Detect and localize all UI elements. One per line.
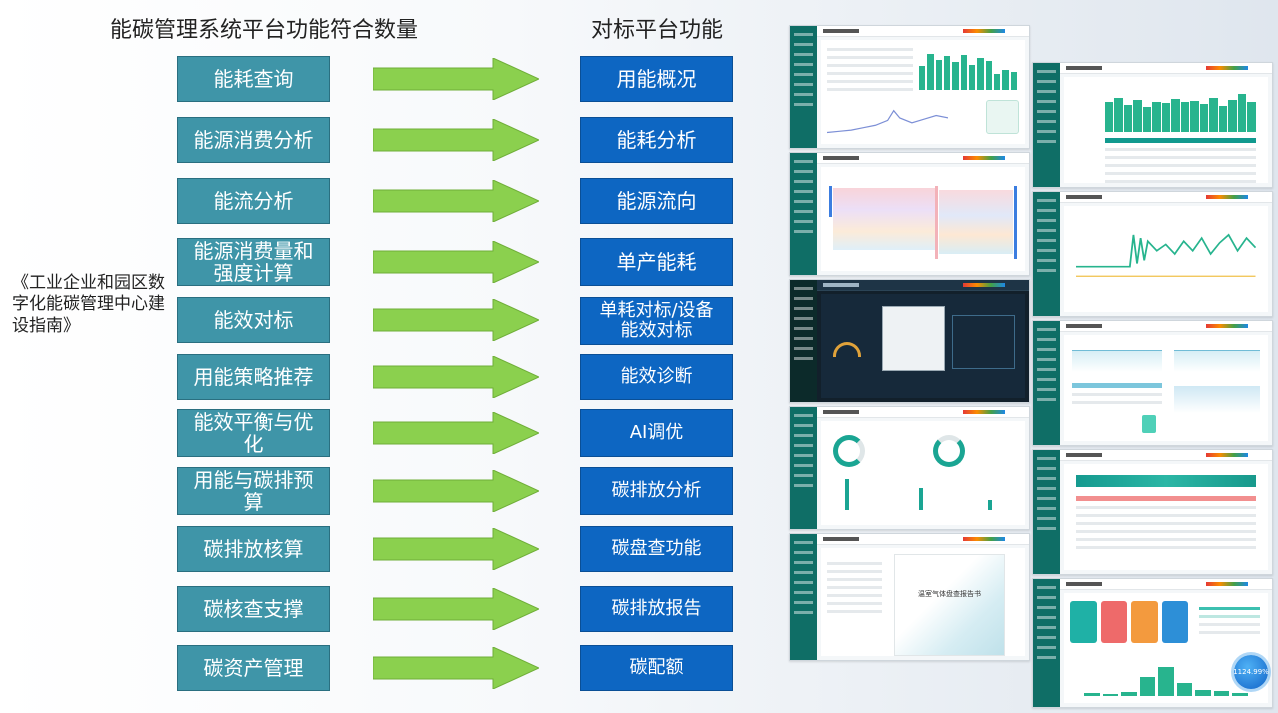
arrow-right-icon <box>373 241 539 283</box>
benchmark-function-label: 碳配额 <box>629 657 684 679</box>
arrow-right-icon <box>373 647 539 689</box>
platform-function-label: 用能策略推荐 <box>193 365 314 389</box>
arrow-right-icon <box>373 470 539 512</box>
arrow-right-icon <box>373 119 539 161</box>
benchmark-function-box: 碳排放分析 <box>580 467 733 515</box>
benchmark-function-label: 单耗对标/设备能效对标 <box>599 300 714 341</box>
screenshot-ai-tuning <box>789 406 1030 530</box>
platform-function-box: 能源消费量和强度计算 <box>177 238 330 286</box>
arrow-right-icon <box>373 412 539 454</box>
benchmark-function-box: AI调优 <box>580 409 733 457</box>
screenshot-carbon-analysis <box>1032 449 1273 575</box>
left-column-title: 能碳管理系统平台功能符合数量 <box>110 18 419 43</box>
platform-function-label: 能源消费量和强度计算 <box>193 239 314 285</box>
platform-function-box: 碳排放核算 <box>177 526 330 572</box>
screenshot-energy-diagnosis <box>789 279 1030 403</box>
benchmark-function-label: 碳盘查功能 <box>611 538 702 560</box>
platform-function-label: 能效对标 <box>213 308 294 332</box>
consumption-trend-graphic <box>1076 233 1256 277</box>
benchmark-function-box: 能耗分析 <box>580 117 733 163</box>
benchmark-function-label: 单产能耗 <box>616 250 697 274</box>
report-title: 温室气体盘查报告书 <box>918 590 982 598</box>
benchmark-function-label: 碳排放分析 <box>611 480 702 502</box>
benchmark-function-label: AI调优 <box>629 422 684 444</box>
platform-function-label: 能流分析 <box>213 189 294 213</box>
benchmark-function-box: 用能概况 <box>580 56 733 102</box>
platform-function-box: 能源消费分析 <box>177 117 330 163</box>
benchmark-function-label: 能效诊断 <box>620 366 693 388</box>
platform-function-box: 能流分析 <box>177 178 330 224</box>
platform-function-box: 能效平衡与优化 <box>177 409 330 457</box>
benchmark-function-box: 能效诊断 <box>580 354 733 400</box>
platform-function-box: 用能与碳排预算 <box>177 467 330 515</box>
benchmark-function-label: 碳排放报告 <box>611 598 702 620</box>
platform-function-box: 用能策略推荐 <box>177 354 330 400</box>
platform-function-label: 碳资产管理 <box>203 656 304 680</box>
benchmark-function-box: 碳排放报告 <box>580 586 733 632</box>
benchmark-function-box: 碳盘查功能 <box>580 526 733 572</box>
benchmark-function-label: 能耗分析 <box>616 128 697 152</box>
benchmark-function-label: 能源流向 <box>616 189 697 213</box>
arrow-right-icon <box>373 180 539 222</box>
platform-function-box: 能效对标 <box>177 297 330 343</box>
benchmark-function-box: 能源流向 <box>580 178 733 224</box>
platform-function-label: 碳排放核算 <box>203 537 304 561</box>
platform-function-box: 能耗查询 <box>177 56 330 102</box>
progress-badge: 1124.99% <box>1233 655 1269 689</box>
arrow-right-icon <box>373 528 539 570</box>
screenshot-energy-flow <box>789 152 1030 276</box>
progress-badge-value: 1124.99% <box>1233 668 1269 676</box>
benchmark-function-label: 用能概况 <box>616 67 697 91</box>
platform-function-label: 能效平衡与优化 <box>193 410 314 456</box>
benchmark-function-box: 单产能耗 <box>580 238 733 286</box>
screenshot-carbon-quota <box>1032 578 1273 708</box>
arrow-right-icon <box>373 356 539 398</box>
trend-line-graphic <box>827 110 949 134</box>
arrow-right-icon <box>373 299 539 341</box>
platform-function-box: 碳资产管理 <box>177 645 330 691</box>
arrow-right-icon <box>373 58 539 100</box>
screenshot-unit-consumption <box>1032 191 1273 317</box>
screenshot-energy-overview <box>789 25 1030 149</box>
screenshot-energy-analysis <box>1032 62 1273 188</box>
platform-function-label: 碳核查支撑 <box>203 597 304 621</box>
platform-function-label: 能耗查询 <box>213 67 294 91</box>
guideline-reference-label: 《工业企业和园区数字化能碳管理中心建设指南》 <box>12 273 165 336</box>
benchmark-function-box: 单耗对标/设备能效对标 <box>580 297 733 345</box>
arrow-right-icon <box>373 588 539 630</box>
platform-function-box: 碳核查支撑 <box>177 586 330 632</box>
right-column-title: 对标平台功能 <box>591 18 724 43</box>
benchmark-function-box: 碳配额 <box>580 645 733 691</box>
screenshot-carbon-report: 温室气体盘查报告书 <box>789 533 1030 661</box>
platform-function-label: 用能与碳排预算 <box>193 468 314 514</box>
screenshot-equipment-benchmark <box>1032 320 1273 446</box>
platform-function-label: 能源消费分析 <box>193 128 314 152</box>
